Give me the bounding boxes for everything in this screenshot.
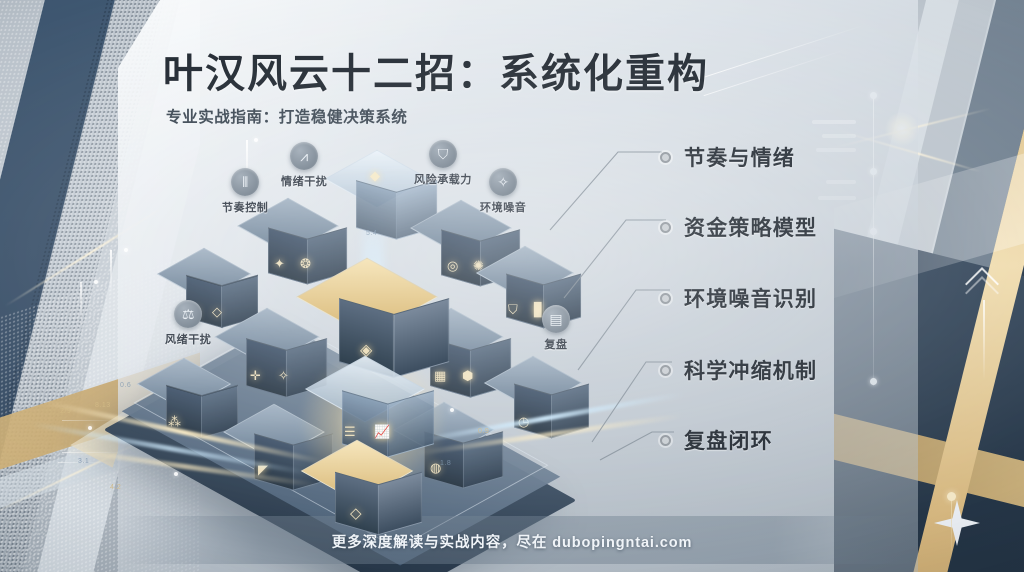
footer-text: 更多深度解读与实战内容，尽在 dubopingntai.com (0, 531, 1024, 552)
feature-bullet-icon (660, 221, 671, 233)
scene-label-review: ▤ 复盘 (542, 305, 570, 352)
waveform-icon: ⦀ (231, 168, 260, 196)
scene-label-text: 情绪干扰 (281, 173, 327, 189)
feature-label: 复盘闭环 (684, 425, 773, 455)
scales-icon: ⚖ (174, 300, 203, 328)
spark-stem-2 (80, 282, 82, 324)
feature-bullet-icon (660, 151, 671, 163)
scene-label-mood-interference: ⚖ 风绪干扰 (165, 300, 211, 347)
micro-label-7: 0.9 (478, 428, 489, 435)
micro-dot-2 (174, 472, 178, 476)
feature-bullet-icon (660, 434, 671, 446)
micro-dot-6 (124, 248, 128, 252)
feature-label: 节奏与情绪 (684, 142, 795, 172)
scene-label-text: 风险承载力 (414, 171, 472, 187)
feature-item-3[interactable]: 科学冲缩机制 (660, 355, 817, 385)
sparkle-icon: ✧ (489, 168, 518, 196)
cube-front-core: ☰ 📈 (304, 355, 434, 458)
micro-label-5: 4.2 (110, 484, 121, 491)
cube-bottom-core: ◇ (300, 439, 422, 536)
scene-label-risk-capacity: ⛉ 风险承载力 (414, 140, 472, 187)
micro-label-2: 8.13 (95, 402, 111, 409)
feature-label: 科学冲缩机制 (684, 355, 817, 385)
pulse-icon: ⩘ (290, 142, 319, 170)
feature-bullet-icon (660, 364, 671, 376)
sparkle-bead (947, 492, 956, 501)
micro-dot-7 (94, 280, 98, 284)
micro-dot-5 (254, 138, 258, 142)
micro-dot-1 (88, 426, 92, 430)
scene-label-rhythm-control: ⦀ 节奏控制 (222, 168, 268, 215)
report-search-icon: ▤ (542, 305, 570, 333)
page-title: 叶汉风云十二招：系统化重构 (163, 41, 709, 99)
micro-label-6: 1.8 (440, 460, 451, 467)
sparkle-stem (950, 496, 952, 562)
micro-label-4: 3.1 (78, 458, 89, 465)
micro-label-3: 0.6 (120, 382, 131, 389)
feature-item-1[interactable]: 资金策略模型 (660, 212, 817, 242)
feature-item-4[interactable]: 复盘闭环 (660, 425, 773, 455)
left-hairline-2 (58, 462, 110, 463)
micro-label-8: 5.4 (366, 230, 377, 237)
scene-label-text: 节奏控制 (222, 199, 268, 215)
feature-label: 资金策略模型 (684, 212, 817, 242)
scene-label-text: 复盘 (544, 336, 567, 352)
micro-label-1: 2/9 (60, 408, 71, 415)
feature-item-2[interactable]: 环境噪音识别 (660, 283, 817, 313)
scene-label-text: 环境噪音 (480, 199, 526, 215)
page-subtitle: 专业实战指南：打造稳健决策系统 (166, 105, 408, 127)
cube-core: ◈ (296, 257, 449, 379)
shield-icon: ⛉ (429, 140, 457, 168)
spark-stem-1 (110, 250, 112, 296)
feature-item-0[interactable]: 节奏与情绪 (660, 142, 795, 172)
left-hairline-3 (62, 420, 120, 421)
scene-label-text: 风绪干扰 (165, 331, 211, 347)
arrow-stem (983, 300, 985, 380)
feature-bullet-icon (660, 292, 671, 304)
scene-label-environment-noise: ✧ 环境噪音 (480, 168, 526, 215)
micro-dot-4 (450, 408, 454, 412)
scene-label-emotion-interference: ⩘ 情绪干扰 (281, 142, 327, 189)
feature-label: 环境噪音识别 (684, 283, 817, 313)
footer-band (118, 516, 918, 564)
